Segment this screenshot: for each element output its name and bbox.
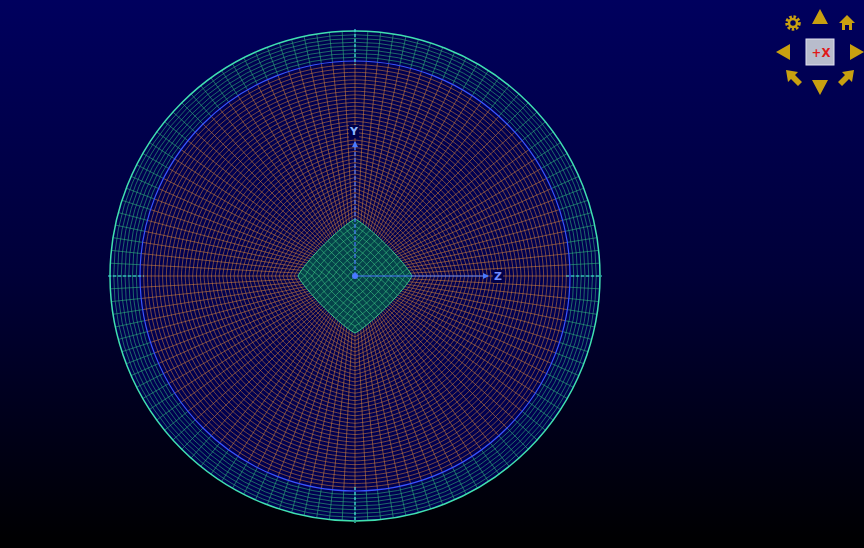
axis-label: Y [349, 125, 359, 138]
boundary-ticks [108, 29, 602, 523]
outer-circle [110, 31, 600, 521]
mesh [108, 29, 602, 523]
axis-triad [352, 141, 489, 279]
outer-rings [114, 35, 597, 518]
section-disc [110, 31, 600, 521]
spokes [110, 31, 600, 521]
view-navigator [776, 9, 864, 95]
axis-label: Z [493, 270, 503, 283]
view-label: +X [806, 45, 836, 61]
interface-circle [140, 61, 570, 491]
